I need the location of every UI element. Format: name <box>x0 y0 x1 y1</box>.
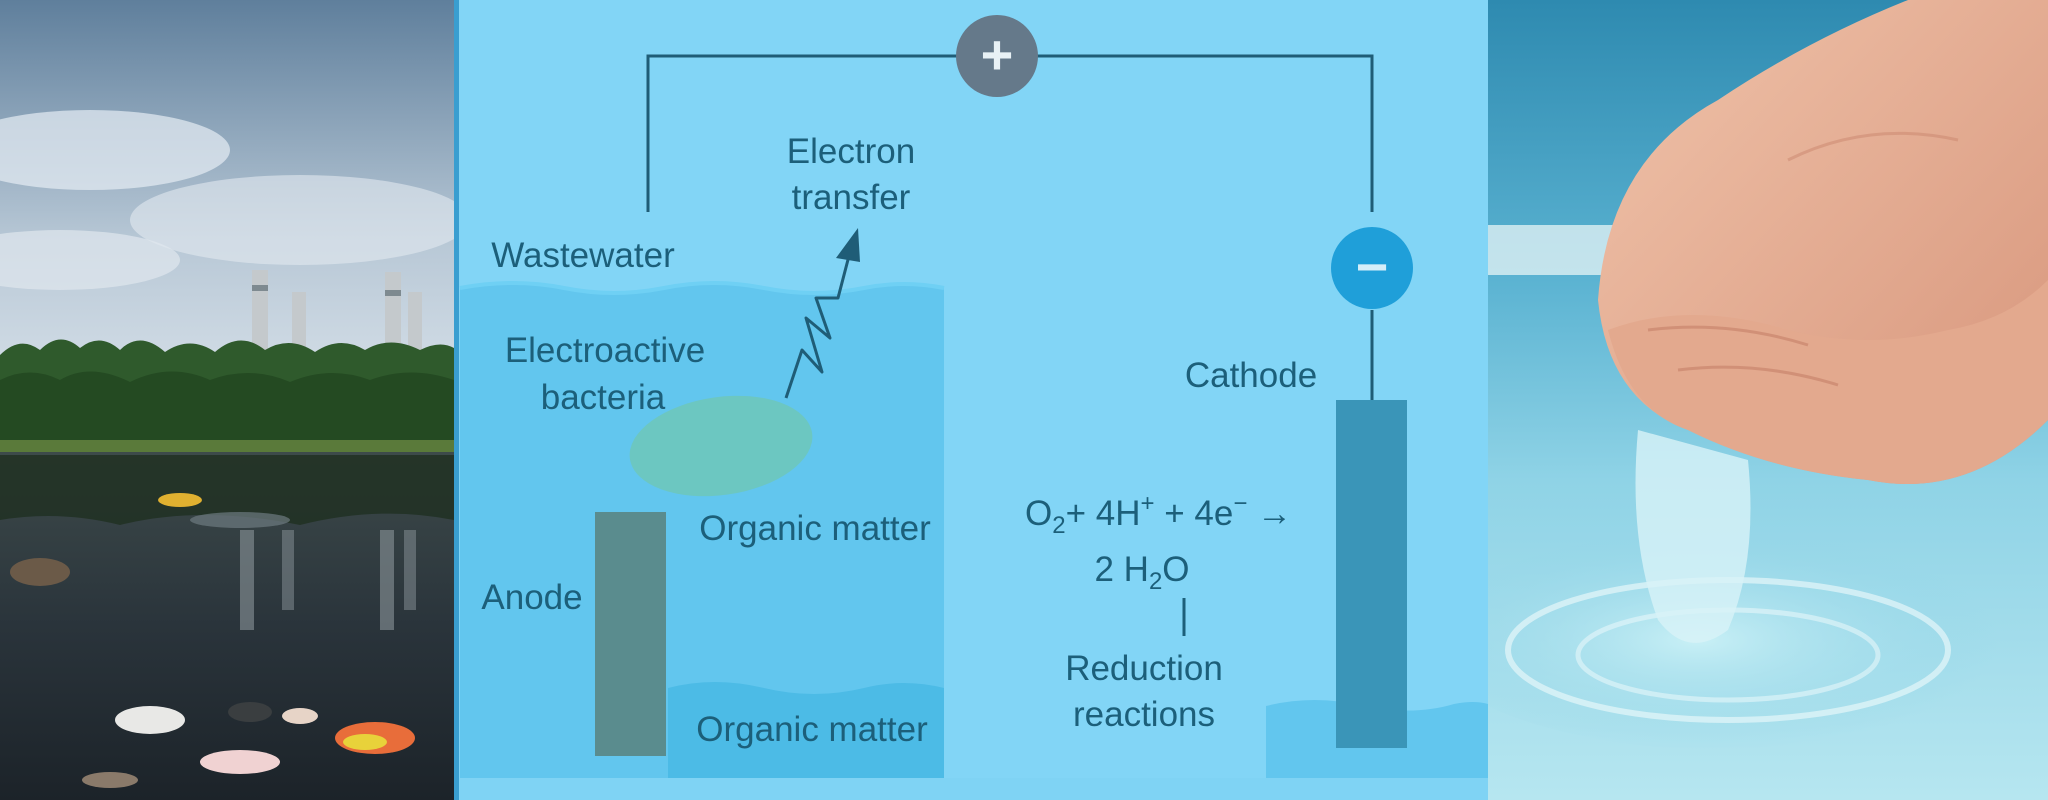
electroactive-bacteria-label-line1: Electroactive <box>505 331 705 370</box>
eq-electrons: + 4e <box>1155 494 1234 533</box>
electron-transfer-arrow <box>784 228 860 399</box>
microbial-fuel-cell-diagram: + − <box>454 0 1488 800</box>
clean-water-photo <box>1488 0 2048 800</box>
eq-hydrogen-superscript: + <box>1141 490 1155 517</box>
positive-terminal-circle <box>956 15 1038 97</box>
electroactive-bacteria-blob <box>629 395 813 497</box>
fuel-cell-svg: + − <box>454 0 1488 800</box>
reduction-reactions-label-line1: Reduction <box>1065 649 1223 688</box>
eq-water-coefficient: 2 H <box>1094 550 1148 589</box>
organic-matter-label-upper: Organic matter <box>699 509 931 548</box>
positive-terminal: + <box>956 15 1038 97</box>
electroactive-bacteria-label-line2: bacteria <box>541 378 666 417</box>
anode-chamber-surface <box>459 281 945 295</box>
hands-cupping-clean-water-icon <box>1488 0 2048 800</box>
left-border <box>454 0 459 800</box>
polluted-river-photo <box>0 0 454 800</box>
eq-electron-superscript: − <box>1233 490 1247 517</box>
polluted-river-with-factory-icon <box>0 0 454 800</box>
electron-transfer-label-line1: Electron <box>787 132 915 171</box>
reduction-reactions-label-line2: reactions <box>1073 695 1215 734</box>
organic-matter-sediment <box>668 682 944 778</box>
cathode-electrode <box>1336 400 1407 748</box>
electron-transfer-label-line2: transfer <box>792 178 911 217</box>
plus-icon: + <box>981 23 1014 86</box>
negative-terminal: − <box>1331 227 1413 309</box>
organic-matter-label-lower: Organic matter <box>696 710 928 749</box>
minus-icon: − <box>1356 235 1389 298</box>
eq-oxygen: O <box>1025 494 1052 533</box>
negative-terminal-circle <box>1331 227 1413 309</box>
eq-water-subscript: 2 <box>1149 568 1162 595</box>
eq-oxygen-subscript: 2 <box>1052 512 1065 539</box>
reduction-equation-products: 2 H2O <box>1094 550 1189 595</box>
diagram-bottom-strip <box>460 778 1488 800</box>
wastewater-label: Wastewater <box>491 236 675 275</box>
arrow-head-icon <box>836 228 860 262</box>
reduction-equation-reactants: O2+ 4H+ + 4e− → <box>1025 490 1292 539</box>
eq-hydrogen: + 4H <box>1066 494 1141 533</box>
eq-water-oxygen: O <box>1162 550 1189 589</box>
anode-electrode <box>595 512 666 756</box>
anode-chamber-liquid <box>460 283 944 778</box>
cathode-label: Cathode <box>1185 356 1317 395</box>
eq-arrow: → <box>1247 494 1292 533</box>
anode-label: Anode <box>481 578 582 617</box>
